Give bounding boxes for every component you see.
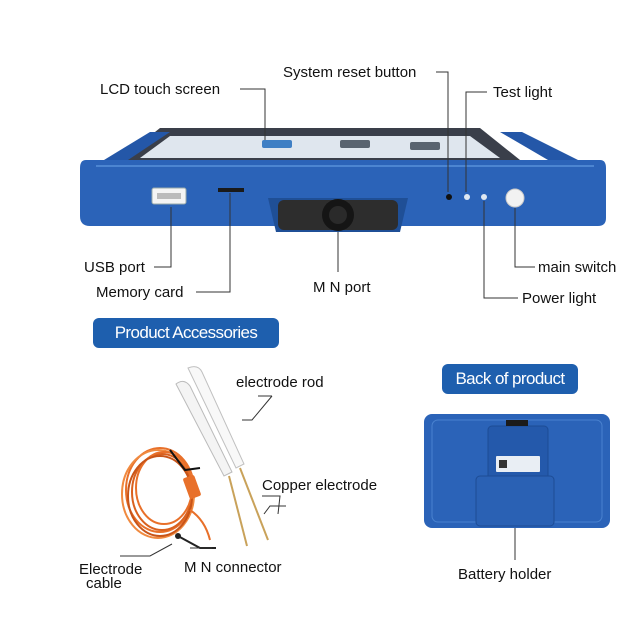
right-corner-guard [500,132,578,160]
label-system-reset-button: System reset button [283,64,417,81]
leader-test-light [465,91,487,192]
label-electrode-cable-line1: Electrode [79,561,143,578]
cable-clip [183,475,201,499]
leader-main-switch [514,208,535,268]
cable-black-lead [169,449,201,472]
accessories [121,366,269,549]
device-back [424,414,610,528]
leader-copper [262,495,281,515]
leader-reset [436,71,449,192]
label-mn-port: M N port [313,279,371,296]
screen-icon-2 [340,140,370,148]
lcd-screen [140,136,500,158]
label-test-light: Test light [493,84,553,101]
rod-right-copper [239,467,269,541]
screen-icon-1 [262,140,292,148]
label-main-switch: main switch [538,259,617,276]
left-corner-guard [104,132,170,160]
label-power-light: Power light [522,290,597,307]
leader-rod-a [242,395,273,421]
rod-right-body [187,366,245,469]
rod-left-copper [228,475,248,547]
system-reset-button [446,194,452,200]
rod-left-body [175,380,233,477]
memory-card-slot [218,188,244,192]
label-mn-connector: M N connector [184,559,282,576]
label-memory-card: Memory card [96,284,184,301]
back-top-vent [506,420,528,426]
label-electrode-cable-line2: cable [86,575,122,592]
label-usb-port: USB port [84,259,145,276]
leader-memory [196,193,231,293]
screen-icon-3 [410,142,440,150]
cable-coil-4 [135,451,193,525]
leader-power-light [483,201,518,299]
accessory-leader-lines [120,395,286,557]
battery-holder [475,475,555,527]
test-light [464,194,470,200]
electrode-rod-left [175,380,248,547]
label-copper-electrode: Copper electrode [262,477,378,494]
badge-product-accessories: Product Accessories [93,318,279,348]
power-light [481,194,487,200]
label-battery-holder: Battery holder [458,566,552,583]
label-electrode-rod: electrode rod [236,374,324,391]
device-front [80,128,606,232]
leader-lcd [240,88,266,140]
badge-back-of-product: Back of product [442,364,578,394]
back-qr-code [499,460,507,468]
label-lcd-touch-screen: LCD touch screen [100,81,221,98]
leader-usb [154,207,172,268]
electrode-rod-right [187,366,269,541]
top-leader-lines [154,71,535,299]
main-switch [505,188,525,208]
mn-port-socket [329,206,347,224]
usb-port-tongue [157,193,181,199]
leader-cable [120,543,173,557]
leader-copper-b [263,505,286,515]
mn-connector [175,533,181,539]
device-body [80,160,606,226]
cable-tail [189,509,211,541]
